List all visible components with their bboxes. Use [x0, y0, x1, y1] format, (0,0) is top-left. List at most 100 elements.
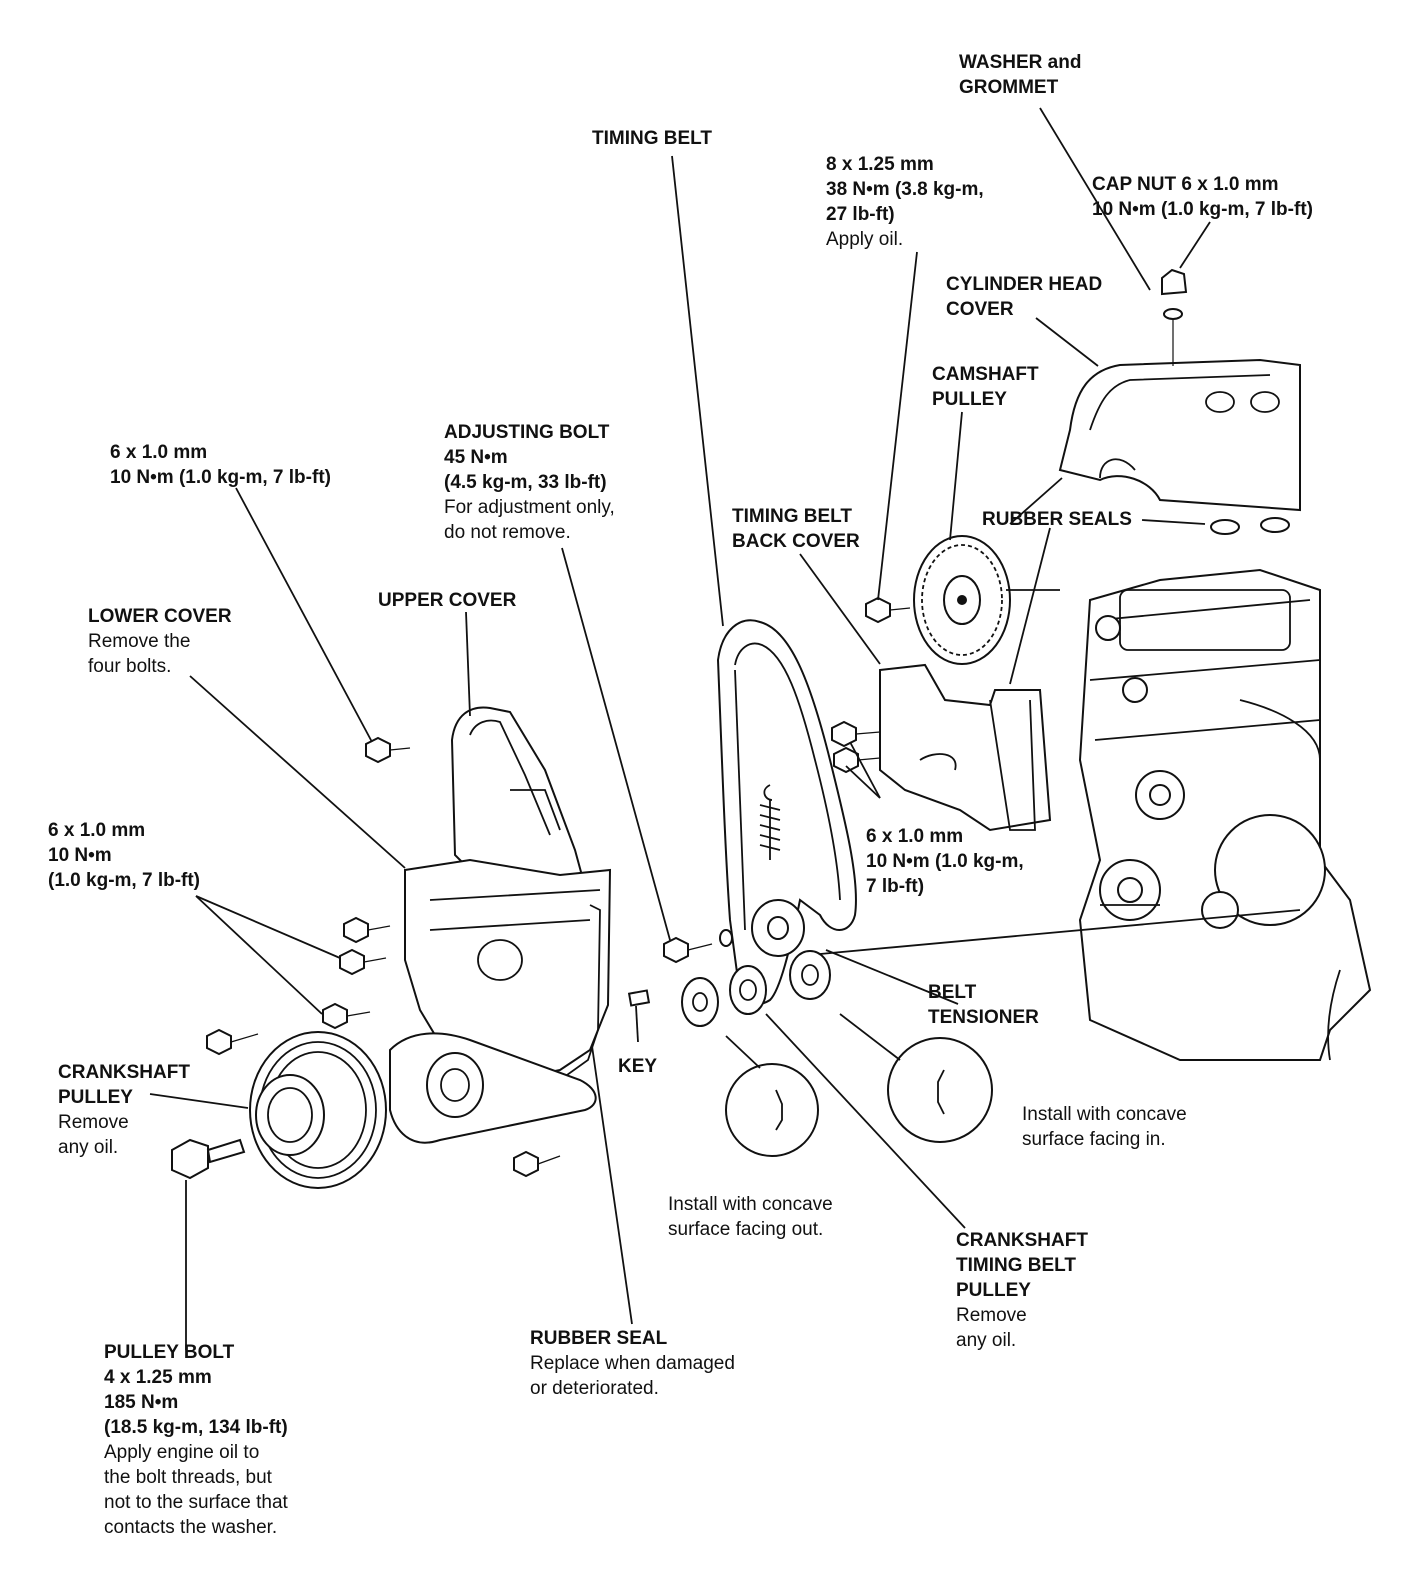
pulley-bolt-line-8: contacts the washer. — [104, 1517, 278, 1538]
crank-pulley-line-3: Remove — [58, 1112, 129, 1133]
pulley-bolt-line-1: PULLEY BOLT — [104, 1342, 235, 1363]
left-bolt-line-3: (1.0 kg-m, 7 lb-ft) — [48, 870, 201, 891]
pulley-bolt-line-3: 185 N•m — [104, 1392, 179, 1413]
cylinder-head-cover — [1058, 358, 1301, 512]
lower-cover-line-1: LOWER COVER — [88, 606, 232, 627]
concave-in-line-2: surface facing in. — [1022, 1129, 1166, 1150]
label-lower-cover: LOWER COVER Remove the four bolts. — [88, 604, 232, 679]
lower-cover-line-3: four bolts. — [88, 656, 172, 677]
label-timing-belt-back-cover: TIMING BELT BACK COVER — [732, 504, 860, 554]
label-camshaft-pulley: CAMSHAFT PULLEY — [932, 362, 1039, 412]
lower-cover-line-2: Remove the — [88, 631, 191, 652]
rubber-seal-line-2: Replace when damaged — [530, 1353, 735, 1374]
belt-tensioner-line-1: BELT — [928, 982, 977, 1003]
crank-pulley-line-1: CRANKSHAFT — [58, 1062, 190, 1083]
crank-timing-line-1: CRANKSHAFT — [956, 1230, 1088, 1251]
label-adjusting-bolt: ADJUSTING BOLT 45 N•m (4.5 kg-m, 33 lb-f… — [444, 420, 615, 545]
upper-bolt-line-2: 10 N•m (1.0 kg-m, 7 lb-ft) — [110, 467, 331, 488]
crank-timing-line-2: TIMING BELT — [956, 1255, 1076, 1276]
pulley-bolt — [171, 1138, 246, 1180]
cam-bolt-line-3: 27 lb-ft) — [826, 204, 895, 225]
left-bolt-line-2: 10 N•m — [48, 845, 112, 866]
upper-cover — [450, 706, 592, 907]
key — [627, 989, 651, 1007]
cover-bolts — [206, 596, 911, 1178]
label-timing-belt: TIMING BELT — [592, 126, 712, 151]
cyl-head-line-2: COVER — [946, 299, 1014, 320]
concave-detail-in — [887, 1037, 993, 1143]
adjusting-bolt-line-1: ADJUSTING BOLT — [444, 422, 610, 443]
label-crank-timing-pulley: CRANKSHAFT TIMING BELT PULLEY Remove any… — [956, 1228, 1088, 1353]
key-line-1: KEY — [618, 1056, 658, 1077]
label-rubber-seal: RUBBER SEAL Replace when damaged or dete… — [530, 1326, 735, 1401]
concave-detail-out — [725, 1063, 819, 1157]
belt-guide-plates — [681, 950, 831, 1027]
label-belt-tensioner: BELT TENSIONER — [928, 980, 1039, 1030]
label-crankshaft-pulley: CRANKSHAFT PULLEY Remove any oil. — [58, 1060, 190, 1160]
back-bolt-line-3: 7 lb-ft) — [866, 876, 925, 897]
back-cover-line-1: TIMING BELT — [732, 506, 852, 527]
camshaft-pulley-line-2: PULLEY — [932, 389, 1007, 410]
pulley-bolt-line-7: not to the surface that — [104, 1492, 288, 1513]
back-cover-line-2: BACK COVER — [732, 531, 860, 552]
rubber-seal-line-1: RUBBER SEAL — [530, 1328, 668, 1349]
cap-nut — [1161, 268, 1188, 366]
engine-block — [1078, 568, 1372, 1061]
crank-timing-line-5: any oil. — [956, 1330, 1017, 1351]
concave-in-line-1: Install with concave — [1022, 1104, 1187, 1125]
label-cap-nut: CAP NUT 6 x 1.0 mm 10 N•m (1.0 kg-m, 7 l… — [1092, 172, 1313, 222]
rubber-seal-gasket — [559, 904, 601, 1081]
label-rubber-seals: RUBBER SEALS — [982, 507, 1132, 532]
crank-timing-line-4: Remove — [956, 1305, 1027, 1326]
label-upper-cover: UPPER COVER — [378, 588, 516, 613]
belt-tensioner-line-2: TENSIONER — [928, 1007, 1039, 1028]
label-cam-bolt-spec: 8 x 1.25 mm 38 N•m (3.8 kg-m, 27 lb-ft) … — [826, 152, 984, 252]
label-key: KEY — [618, 1054, 657, 1079]
cam-bolt-line-2: 38 N•m (3.8 kg-m, — [826, 179, 984, 200]
cyl-head-line-1: CYLINDER HEAD — [946, 274, 1103, 295]
concave-out-line-1: Install with concave — [668, 1194, 833, 1215]
pulley-bolt-line-6: the bolt threads, but — [104, 1467, 272, 1488]
cam-bolt-line-1: 8 x 1.25 mm — [826, 154, 934, 175]
belt-tensioner — [719, 899, 805, 957]
upper-cover-line-1: UPPER COVER — [378, 590, 517, 611]
label-washer-grommet: WASHER and GROMMET — [959, 50, 1081, 100]
adjusting-bolt-line-3: (4.5 kg-m, 33 lb-ft) — [444, 472, 607, 493]
label-upper-bolt-spec: 6 x 1.0 mm 10 N•m (1.0 kg-m, 7 lb-ft) — [110, 440, 331, 490]
concave-out-line-2: surface facing out. — [668, 1219, 824, 1240]
label-concave-out: Install with concave surface facing out. — [668, 1192, 833, 1242]
timing-belt-line-1: TIMING BELT — [592, 128, 712, 149]
adjusting-bolt-line-4: For adjustment only, — [444, 497, 615, 518]
crank-pulley-line-2: PULLEY — [58, 1087, 133, 1108]
pulley-bolt-line-4: (18.5 kg-m, 134 lb-ft) — [104, 1417, 288, 1438]
crank-pulley-line-4: any oil. — [58, 1137, 119, 1158]
label-cylinder-head-cover: CYLINDER HEAD COVER — [946, 272, 1102, 322]
label-back-bolt-spec: 6 x 1.0 mm 10 N•m (1.0 kg-m, 7 lb-ft) — [866, 824, 1024, 899]
cap-nut-line-2: 10 N•m (1.0 kg-m, 7 lb-ft) — [1092, 199, 1313, 220]
leader-lines — [149, 107, 1301, 1350]
cam-bolt-line-4: Apply oil. — [826, 229, 904, 250]
adjusting-bolt-line-2: 45 N•m — [444, 447, 508, 468]
pulley-bolt-line-5: Apply engine oil to — [104, 1442, 260, 1463]
label-left-bolt-spec: 6 x 1.0 mm 10 N•m (1.0 kg-m, 7 lb-ft) — [48, 818, 200, 893]
crank-timing-line-3: PULLEY — [956, 1280, 1031, 1301]
back-bolt-line-2: 10 N•m (1.0 kg-m, — [866, 851, 1024, 872]
camshaft-pulley-line-1: CAMSHAFT — [932, 364, 1039, 385]
camshaft-pulley — [913, 535, 1060, 665]
crankshaft-timing-belt-pulley — [729, 965, 767, 1015]
cap-nut-line-1: CAP NUT 6 x 1.0 mm — [1092, 174, 1279, 195]
pulley-bolt-line-2: 4 x 1.25 mm — [104, 1367, 212, 1388]
timing-belt — [716, 619, 857, 1005]
label-concave-in: Install with concave surface facing in. — [1022, 1102, 1187, 1152]
adjusting-bolt-line-5: do not remove. — [444, 522, 571, 543]
left-bolt-line-1: 6 x 1.0 mm — [48, 820, 146, 841]
rubber-seals-line-1: RUBBER SEALS — [982, 509, 1132, 530]
label-pulley-bolt: PULLEY BOLT 4 x 1.25 mm 185 N•m (18.5 kg… — [104, 1340, 288, 1540]
tensioner-spring — [759, 784, 781, 860]
upper-bolt-line-1: 6 x 1.0 mm — [110, 442, 208, 463]
washer-line-2: GROMMET — [959, 77, 1059, 98]
rubber-seal-line-3: or deteriorated. — [530, 1378, 659, 1399]
rubber-seals — [1210, 517, 1290, 535]
washer-line-1: WASHER and — [959, 52, 1082, 73]
